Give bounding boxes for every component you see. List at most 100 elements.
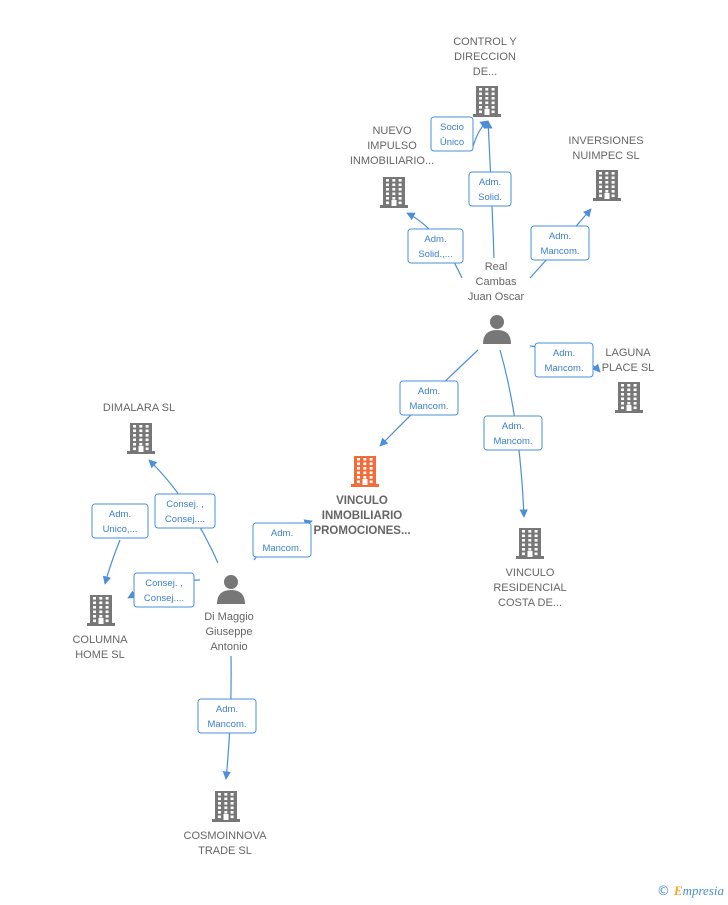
node-label: DE... — [473, 66, 497, 78]
building-icon — [212, 791, 240, 822]
edge-real-to-inversiones: Adm. Mancom. — [529, 208, 592, 279]
building-icon — [593, 170, 621, 201]
edge-label-text: Adm. — [502, 421, 524, 432]
node-label: IMPULSO — [367, 140, 417, 152]
edge-label-text: Adm. — [479, 177, 501, 188]
node-label: Real — [485, 261, 508, 273]
node-label: TRADE SL — [198, 845, 252, 857]
edge-real-to-control: Adm.Solid. — [468, 120, 512, 259]
edge-real-to-nuevo: Adm. Solid.,... — [406, 212, 464, 279]
node-label: COSMOINNOVA — [184, 830, 268, 842]
edge-label-box[interactable] — [534, 342, 594, 378]
edge-label-text: Consej. , — [145, 578, 183, 589]
edge-label-text: Adm. — [109, 509, 131, 520]
building-icon — [615, 382, 643, 413]
edge-dimaggio-to-columna: Consej. , Consej.... — [127, 572, 201, 608]
edge-dimaggio-to-vinculo_inm: Adm. Mancom. — [252, 519, 313, 561]
node-label: NUIMPEC SL — [572, 150, 639, 162]
node-nuevo[interactable]: NUEVO IMPULSO INMOBILIARIO... — [350, 125, 434, 208]
node-label: NUEVO — [372, 125, 412, 137]
building-icon — [351, 456, 379, 487]
edge-label-text: Mancom. — [409, 401, 448, 412]
node-label: Di Maggio — [204, 611, 254, 623]
edge-real-to-vinculo_res: Adm. Mancom. — [483, 349, 543, 518]
node-label: Juan Oscar — [468, 291, 525, 303]
edge-label-text: Consej.... — [165, 514, 205, 525]
node-cosmo[interactable]: COSMOINNOVA TRADE SL — [184, 791, 268, 857]
person-icon — [217, 575, 245, 604]
brand-name: mpresia — [682, 883, 724, 898]
edge-label-box[interactable] — [91, 503, 149, 539]
node-label: COLUMNA — [72, 634, 128, 646]
node-label: LAGUNA — [605, 347, 651, 359]
node-label: DIMALARA SL — [103, 402, 175, 414]
edge-label-text: Consej. , — [166, 499, 204, 510]
edge-label-text: Adm. — [553, 348, 575, 359]
edge-dimaggio-to-dimalara: Consej. , Consej.... — [148, 459, 219, 564]
node-label: INVERSIONES — [568, 135, 643, 147]
edge-label-text: Consej.... — [144, 593, 184, 604]
edge-label-box[interactable] — [483, 415, 543, 451]
node-label: DIRECCION — [454, 51, 516, 63]
edge-real-to-laguna: Adm. Mancom. — [529, 342, 601, 378]
edge-dimaggio-to-cosmo: Adm.Mancom. — [197, 655, 257, 780]
node-label: PLACE SL — [602, 362, 655, 374]
copyright-icon: © — [656, 884, 670, 899]
building-icon — [87, 595, 115, 626]
node-label: INMOBILIARIO — [322, 510, 403, 522]
edge-label-text: Mancom. — [493, 436, 532, 447]
node-control[interactable]: CONTROL Y DIRECCION DE... — [453, 36, 517, 117]
edge-label-text: Adm. — [271, 528, 293, 539]
node-label: INMOBILIARIO... — [350, 155, 434, 167]
node-label: VINCULO — [506, 567, 555, 579]
edge-label-box[interactable] — [407, 228, 464, 264]
edge-real-to-vinculo_inm: Adm. Mancom. — [379, 349, 479, 447]
edge-label-text: Mancom. — [262, 543, 301, 554]
node-label: Antonio — [210, 641, 247, 653]
node-label: HOME SL — [75, 649, 125, 661]
node-label: VINCULO — [336, 495, 388, 507]
edge-label-text: Adm. — [418, 386, 440, 397]
brand-initial: E — [673, 883, 683, 898]
building-icon — [380, 177, 408, 208]
edge-label-text: Mancom. — [540, 246, 579, 257]
node-dimalara[interactable]: DIMALARA SL — [103, 402, 175, 454]
edge-label-text: Socio — [440, 122, 464, 133]
edge-label-box[interactable] — [430, 116, 474, 152]
edge-label-text: Único — [440, 137, 464, 148]
edge-label-text: Mancom. — [544, 363, 583, 374]
node-laguna[interactable]: LAGUNA PLACE SL — [602, 347, 655, 413]
edge-label-text: Unico,... — [103, 524, 138, 535]
edge-label-text: Mancom. — [207, 719, 246, 730]
edge-label-box[interactable] — [468, 171, 512, 207]
edge-columna-to-dimalara: Adm. Unico,... — [91, 503, 149, 585]
building-icon — [473, 86, 501, 117]
edge-label-box[interactable] — [252, 522, 312, 558]
brand-logo: ©Empresia — [657, 883, 724, 899]
edge-label-text: Adm. — [424, 234, 446, 245]
edge-label-box[interactable] — [154, 493, 216, 529]
node-vinculo_inm[interactable]: VINCULO INMOBILIARIO PROMOCIONES... — [313, 456, 411, 537]
node-inversiones[interactable]: INVERSIONES NUIMPEC SL — [568, 135, 644, 201]
edge-label-box[interactable] — [133, 572, 195, 608]
edge-label-text: Adm. — [549, 231, 571, 242]
edge-label-box[interactable] — [530, 225, 590, 261]
building-icon — [516, 528, 544, 559]
edge-label-text: Solid.,... — [418, 249, 452, 260]
edge-label-box[interactable] — [197, 698, 257, 734]
node-label: PROMOCIONES... — [313, 525, 410, 537]
node-columna[interactable]: COLUMNA HOME SL — [72, 595, 128, 661]
node-label: RESIDENCIAL — [493, 582, 566, 594]
building-icon — [127, 423, 155, 454]
person-icon — [483, 315, 511, 344]
node-label: Cambas — [476, 276, 517, 288]
edge-line — [102, 539, 121, 585]
node-label: Giuseppe — [205, 626, 252, 638]
node-label: CONTROL Y — [453, 36, 517, 48]
edge-label-box[interactable] — [399, 380, 459, 416]
